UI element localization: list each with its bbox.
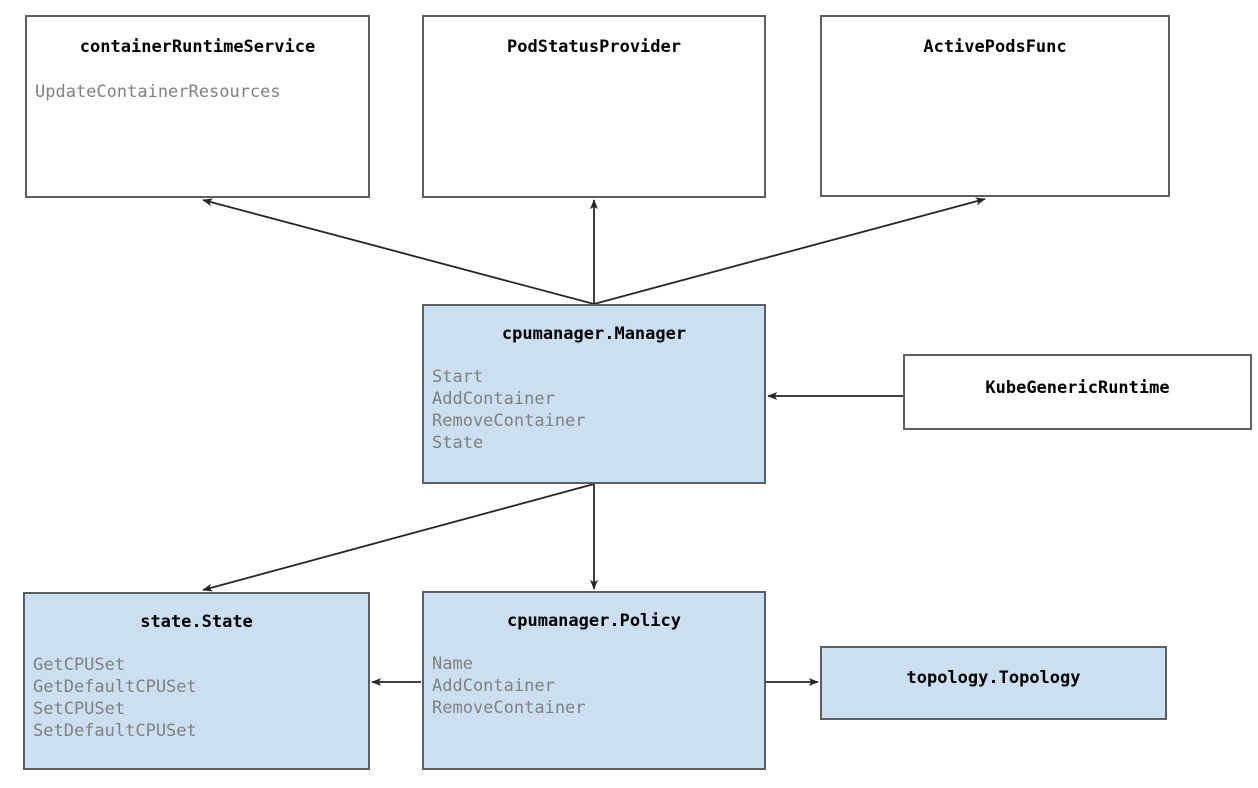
class-member: GetDefaultCPUSet: [33, 677, 197, 697]
class-node-topologyTopology[interactable]: topology.Topology: [820, 646, 1167, 720]
class-member: SetCPUSet: [33, 699, 126, 719]
class-node-title: state.State: [140, 612, 253, 632]
class-node-activePodsFunc[interactable]: ActivePodsFunc: [820, 15, 1170, 197]
class-member: Name: [432, 654, 473, 674]
class-member: RemoveContainer: [432, 698, 586, 718]
class-node-title: cpumanager.Manager: [501, 324, 687, 344]
class-member: State: [432, 433, 484, 453]
edge-manager-to-stateState: [202, 483, 595, 592]
class-node-title: containerRuntimeService: [79, 37, 316, 57]
class-node-title: PodStatusProvider: [507, 37, 681, 57]
class-node-kubeGenericRuntime[interactable]: KubeGenericRuntime: [903, 354, 1252, 430]
class-node-members: UpdateContainerResources: [35, 81, 368, 103]
class-member: Start: [432, 367, 484, 387]
edge-manager-to-activePodsFunc: [593, 197, 986, 305]
class-member: UpdateContainerResources: [35, 82, 281, 102]
class-member: GetCPUSet: [33, 655, 126, 675]
class-member: RemoveContainer: [432, 411, 586, 431]
class-node-podStatusProvider[interactable]: PodStatusProvider: [422, 15, 766, 198]
class-node-title: KubeGenericRuntime: [985, 378, 1170, 398]
class-member: AddContainer: [432, 676, 555, 696]
class-member: SetDefaultCPUSet: [33, 721, 197, 741]
class-node-title: ActivePodsFunc: [923, 37, 1067, 57]
edge-manager-to-containerRuntimeService: [202, 198, 595, 305]
class-node-title: cpumanager.Policy: [507, 611, 681, 631]
class-node-title: topology.Topology: [906, 668, 1081, 688]
class-member: AddContainer: [432, 389, 555, 409]
